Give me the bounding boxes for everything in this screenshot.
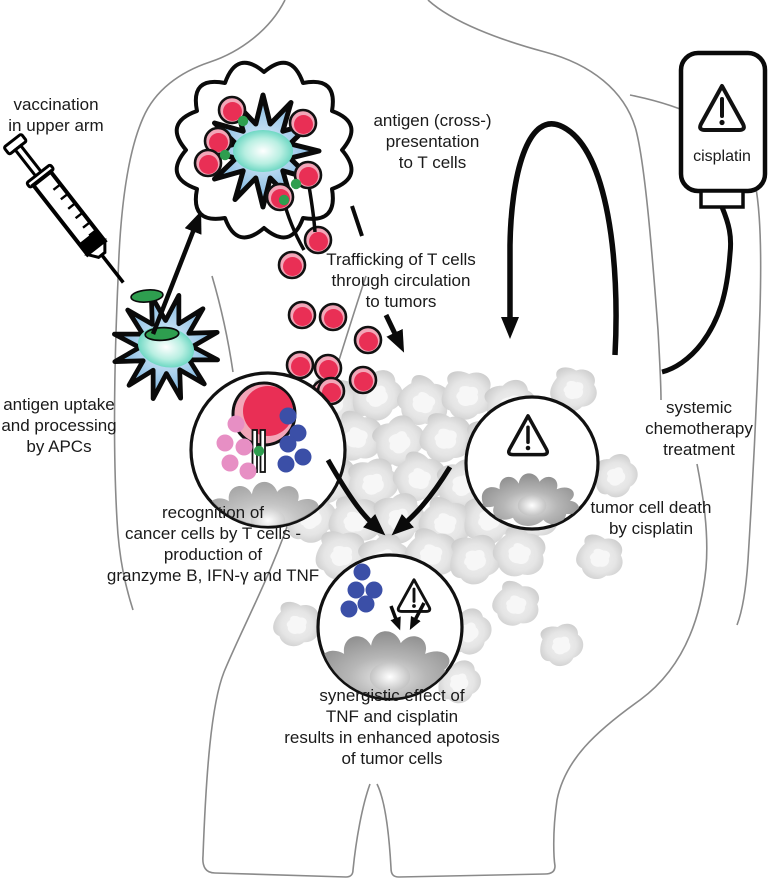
- syringe-icon: [3, 133, 125, 284]
- antigen-dot: [290, 178, 302, 190]
- t-cell: [193, 148, 223, 178]
- line-segment: [350, 205, 364, 237]
- arrow-tcells-to-tumor: [383, 313, 405, 353]
- antigen-presentation-label: antigen (cross-) presentation to T cells: [373, 111, 492, 172]
- antigen-dot: [253, 445, 265, 457]
- tumor-cell: [487, 576, 546, 634]
- cisplatin-label: cisplatin: [693, 148, 751, 165]
- iv-tube: [661, 206, 734, 375]
- antigen-dot: [219, 149, 231, 161]
- recognition-label: recognition of cancer cells by T cells -…: [106, 503, 320, 585]
- recognition-detail: [207, 381, 325, 526]
- t-cell: [285, 350, 315, 380]
- t-cell: [353, 325, 383, 355]
- systemic-label: systemic chemotherapy treatment: [645, 398, 753, 459]
- arrow-circulation-to-tumor: [501, 121, 619, 356]
- iv-bag-icon: [661, 50, 768, 375]
- lymph-node: [174, 60, 354, 251]
- tumor-cell: [269, 599, 325, 652]
- antigen-ellipse: [129, 287, 165, 305]
- arrow-recognition-to-synergy: [325, 458, 386, 536]
- synergy-arrow-right: [409, 602, 426, 630]
- arrow-apc-to-node: [150, 210, 202, 335]
- tumor-death-label: tumor cell death by cisplatin: [590, 498, 712, 538]
- efferent-vessel: [307, 185, 317, 233]
- antigen-uptake-label: antigen uptake and processing by APCs: [1, 395, 117, 456]
- synergy-label: synergistic effect of TNF and cisplatin …: [284, 686, 500, 768]
- body-outline-right-shoulder: [427, 0, 662, 401]
- synergy-arrow-left: [389, 605, 401, 631]
- body-outline-right-hip-leg: [376, 463, 708, 878]
- t-cell: [277, 250, 307, 280]
- t-cell-nucleus: [243, 386, 293, 436]
- arrow-cisplatin-to-synergy: [391, 465, 453, 536]
- body-outline-left-arm-inner: [211, 275, 234, 373]
- antigen-dot: [278, 194, 290, 206]
- vaccination-label: vaccination in upper arm: [8, 95, 104, 135]
- magnifier-circle-recognition: [189, 371, 347, 529]
- tumor-cell: [536, 621, 587, 670]
- tumor-cell: [572, 531, 629, 586]
- antigen-dot: [237, 115, 249, 127]
- trafficking-label: Trafficking of T cells through circulati…: [326, 250, 476, 311]
- t-cell: [288, 108, 318, 138]
- t-cell: [348, 365, 378, 395]
- body-outline-left: [113, 0, 286, 611]
